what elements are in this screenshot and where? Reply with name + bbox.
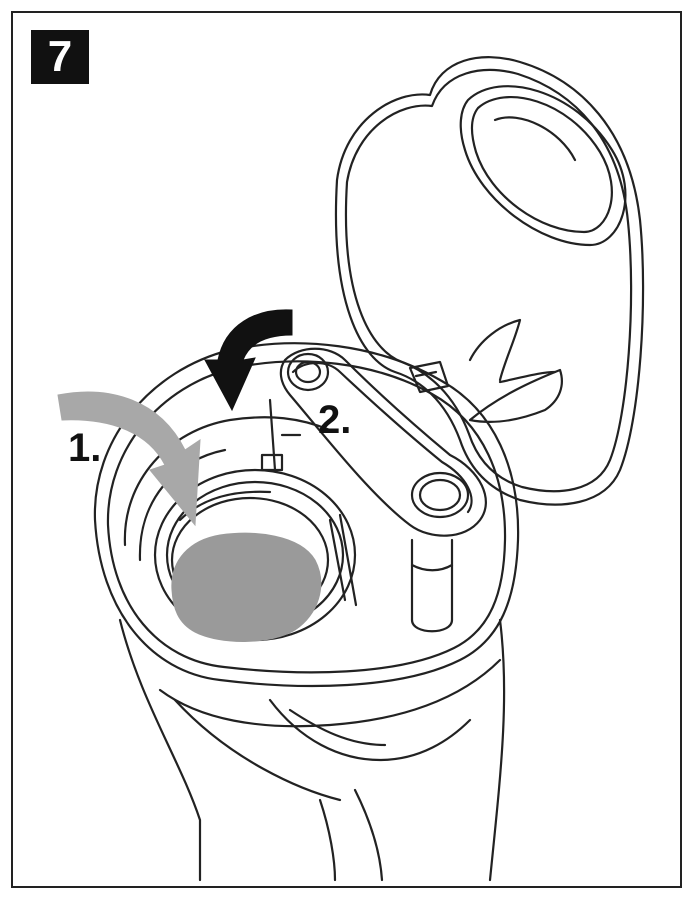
open-lid	[334, 56, 645, 506]
capsule	[171, 532, 322, 642]
step-1-label: 1.	[68, 426, 102, 470]
step-number-badge: 7	[31, 30, 89, 84]
insert-capsule-arrow	[57, 391, 201, 527]
close-lever-arrow	[204, 309, 293, 412]
clamp-lever	[260, 347, 487, 633]
figure-frame	[11, 11, 682, 888]
step-2-label: 2.	[318, 398, 352, 442]
